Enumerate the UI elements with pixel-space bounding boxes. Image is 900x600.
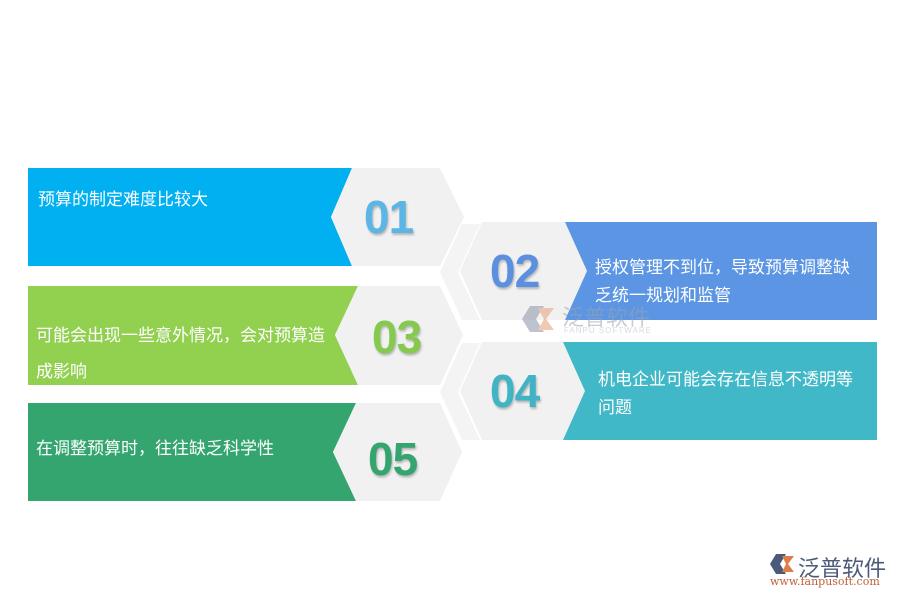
watermark-en: FANPU SOFTWARE — [564, 326, 652, 335]
bar-03 — [28, 286, 358, 385]
hex-02 — [460, 222, 587, 320]
watermark: 泛普软件 FANPU SOFTWARE — [522, 304, 651, 338]
item-02-text: 授权管理不到位，导致预算调整缺乏统一规划和监管 — [595, 258, 850, 306]
item-03-text: 可能会出现一些意外情况，会对预算造成影响 — [36, 326, 325, 382]
fanpu-logo-icon — [522, 306, 554, 332]
watermark-cn: 泛普软件 — [562, 306, 651, 331]
item-03-number: 03 — [372, 311, 422, 363]
item-04-number: 04 — [490, 365, 540, 417]
hex-01 — [331, 168, 464, 266]
logo-cn: 泛普软件 — [798, 557, 887, 582]
item-05-number: 05 — [368, 433, 418, 485]
item-01-text: 预算的制定难度比较大 — [38, 190, 208, 210]
fanpu-logo-icon — [770, 554, 794, 574]
hex-05 — [333, 403, 462, 501]
hex-03 — [335, 286, 463, 385]
hex-04 — [460, 342, 585, 440]
bar-02 — [565, 222, 877, 320]
bar-01 — [28, 168, 352, 266]
item-05-text: 在调整预算时，往往缺乏科学性 — [36, 439, 274, 459]
bg-hex-left-02 — [440, 224, 480, 320]
logo-url: www.fanpusoft.com — [770, 575, 880, 588]
item-01-number: 01 — [364, 191, 414, 243]
bg-hex-left-04 — [440, 343, 480, 440]
bar-05 — [28, 403, 356, 501]
bar-04 — [563, 342, 877, 440]
item-04-text: 机电企业可能会存在信息不透明等问题 — [598, 370, 853, 418]
item-02-number: 02 — [490, 245, 540, 297]
